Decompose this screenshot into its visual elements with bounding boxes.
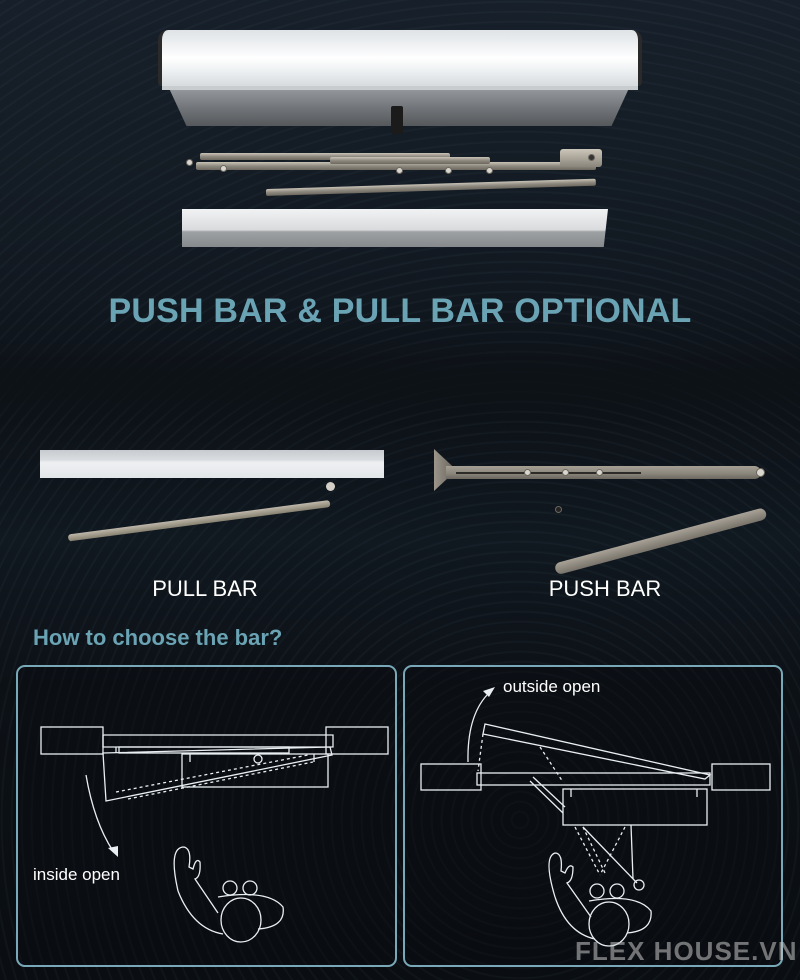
pull-bar-pivot — [326, 482, 335, 491]
operator-cover — [182, 209, 608, 247]
outside-open-diagram-panel: outside open — [403, 665, 783, 967]
arm-bolt — [396, 167, 403, 174]
arm-bracket-hole — [588, 154, 595, 161]
pull-bar-cover — [40, 450, 384, 478]
push-bar-end-hole — [555, 506, 562, 513]
push-bar-image — [430, 445, 775, 576]
push-bar-bolt — [596, 469, 603, 476]
wall-left — [420, 763, 482, 791]
arm-bracket — [560, 149, 602, 167]
push-bar-bolt — [524, 469, 531, 476]
door-operator-image — [158, 30, 642, 134]
operator-housing — [158, 30, 642, 86]
arm-rail — [196, 162, 596, 170]
push-bar-bolt — [562, 469, 569, 476]
arm-bolt — [486, 167, 493, 174]
arm-bolt — [220, 165, 227, 172]
wall-left — [40, 726, 104, 755]
section-subheading: How to choose the bar? — [33, 625, 283, 650]
arm-set-image — [180, 145, 610, 255]
background-band — [0, 340, 800, 420]
push-bar-caption: PUSH BAR — [548, 576, 662, 601]
outside-open-label: outside open — [503, 677, 601, 696]
inside-open-diagram-panel: inside open — [16, 665, 397, 967]
inside-open-diagram — [40, 726, 389, 943]
operator-base-edge — [162, 86, 638, 90]
arm-bolt — [445, 167, 452, 174]
arm-rail — [330, 157, 490, 164]
watermark: FLEX HOUSE.VN — [575, 936, 798, 966]
outside-open-diagram — [420, 687, 771, 947]
wall-right — [711, 763, 771, 791]
pull-bar-caption: PULL BAR — [152, 576, 258, 601]
push-bar-pivot — [756, 468, 765, 477]
arm-bolt — [186, 159, 193, 166]
arm-rail — [200, 153, 450, 160]
push-bar-slot — [456, 472, 641, 474]
operator-spindle — [391, 106, 403, 134]
pull-bar-image — [36, 448, 388, 542]
inside-open-label: inside open — [33, 865, 120, 884]
wall-right — [325, 726, 389, 755]
page-headline: PUSH BAR & PULL BAR OPTIONAL — [108, 292, 692, 330]
slide-rail — [265, 178, 596, 196]
